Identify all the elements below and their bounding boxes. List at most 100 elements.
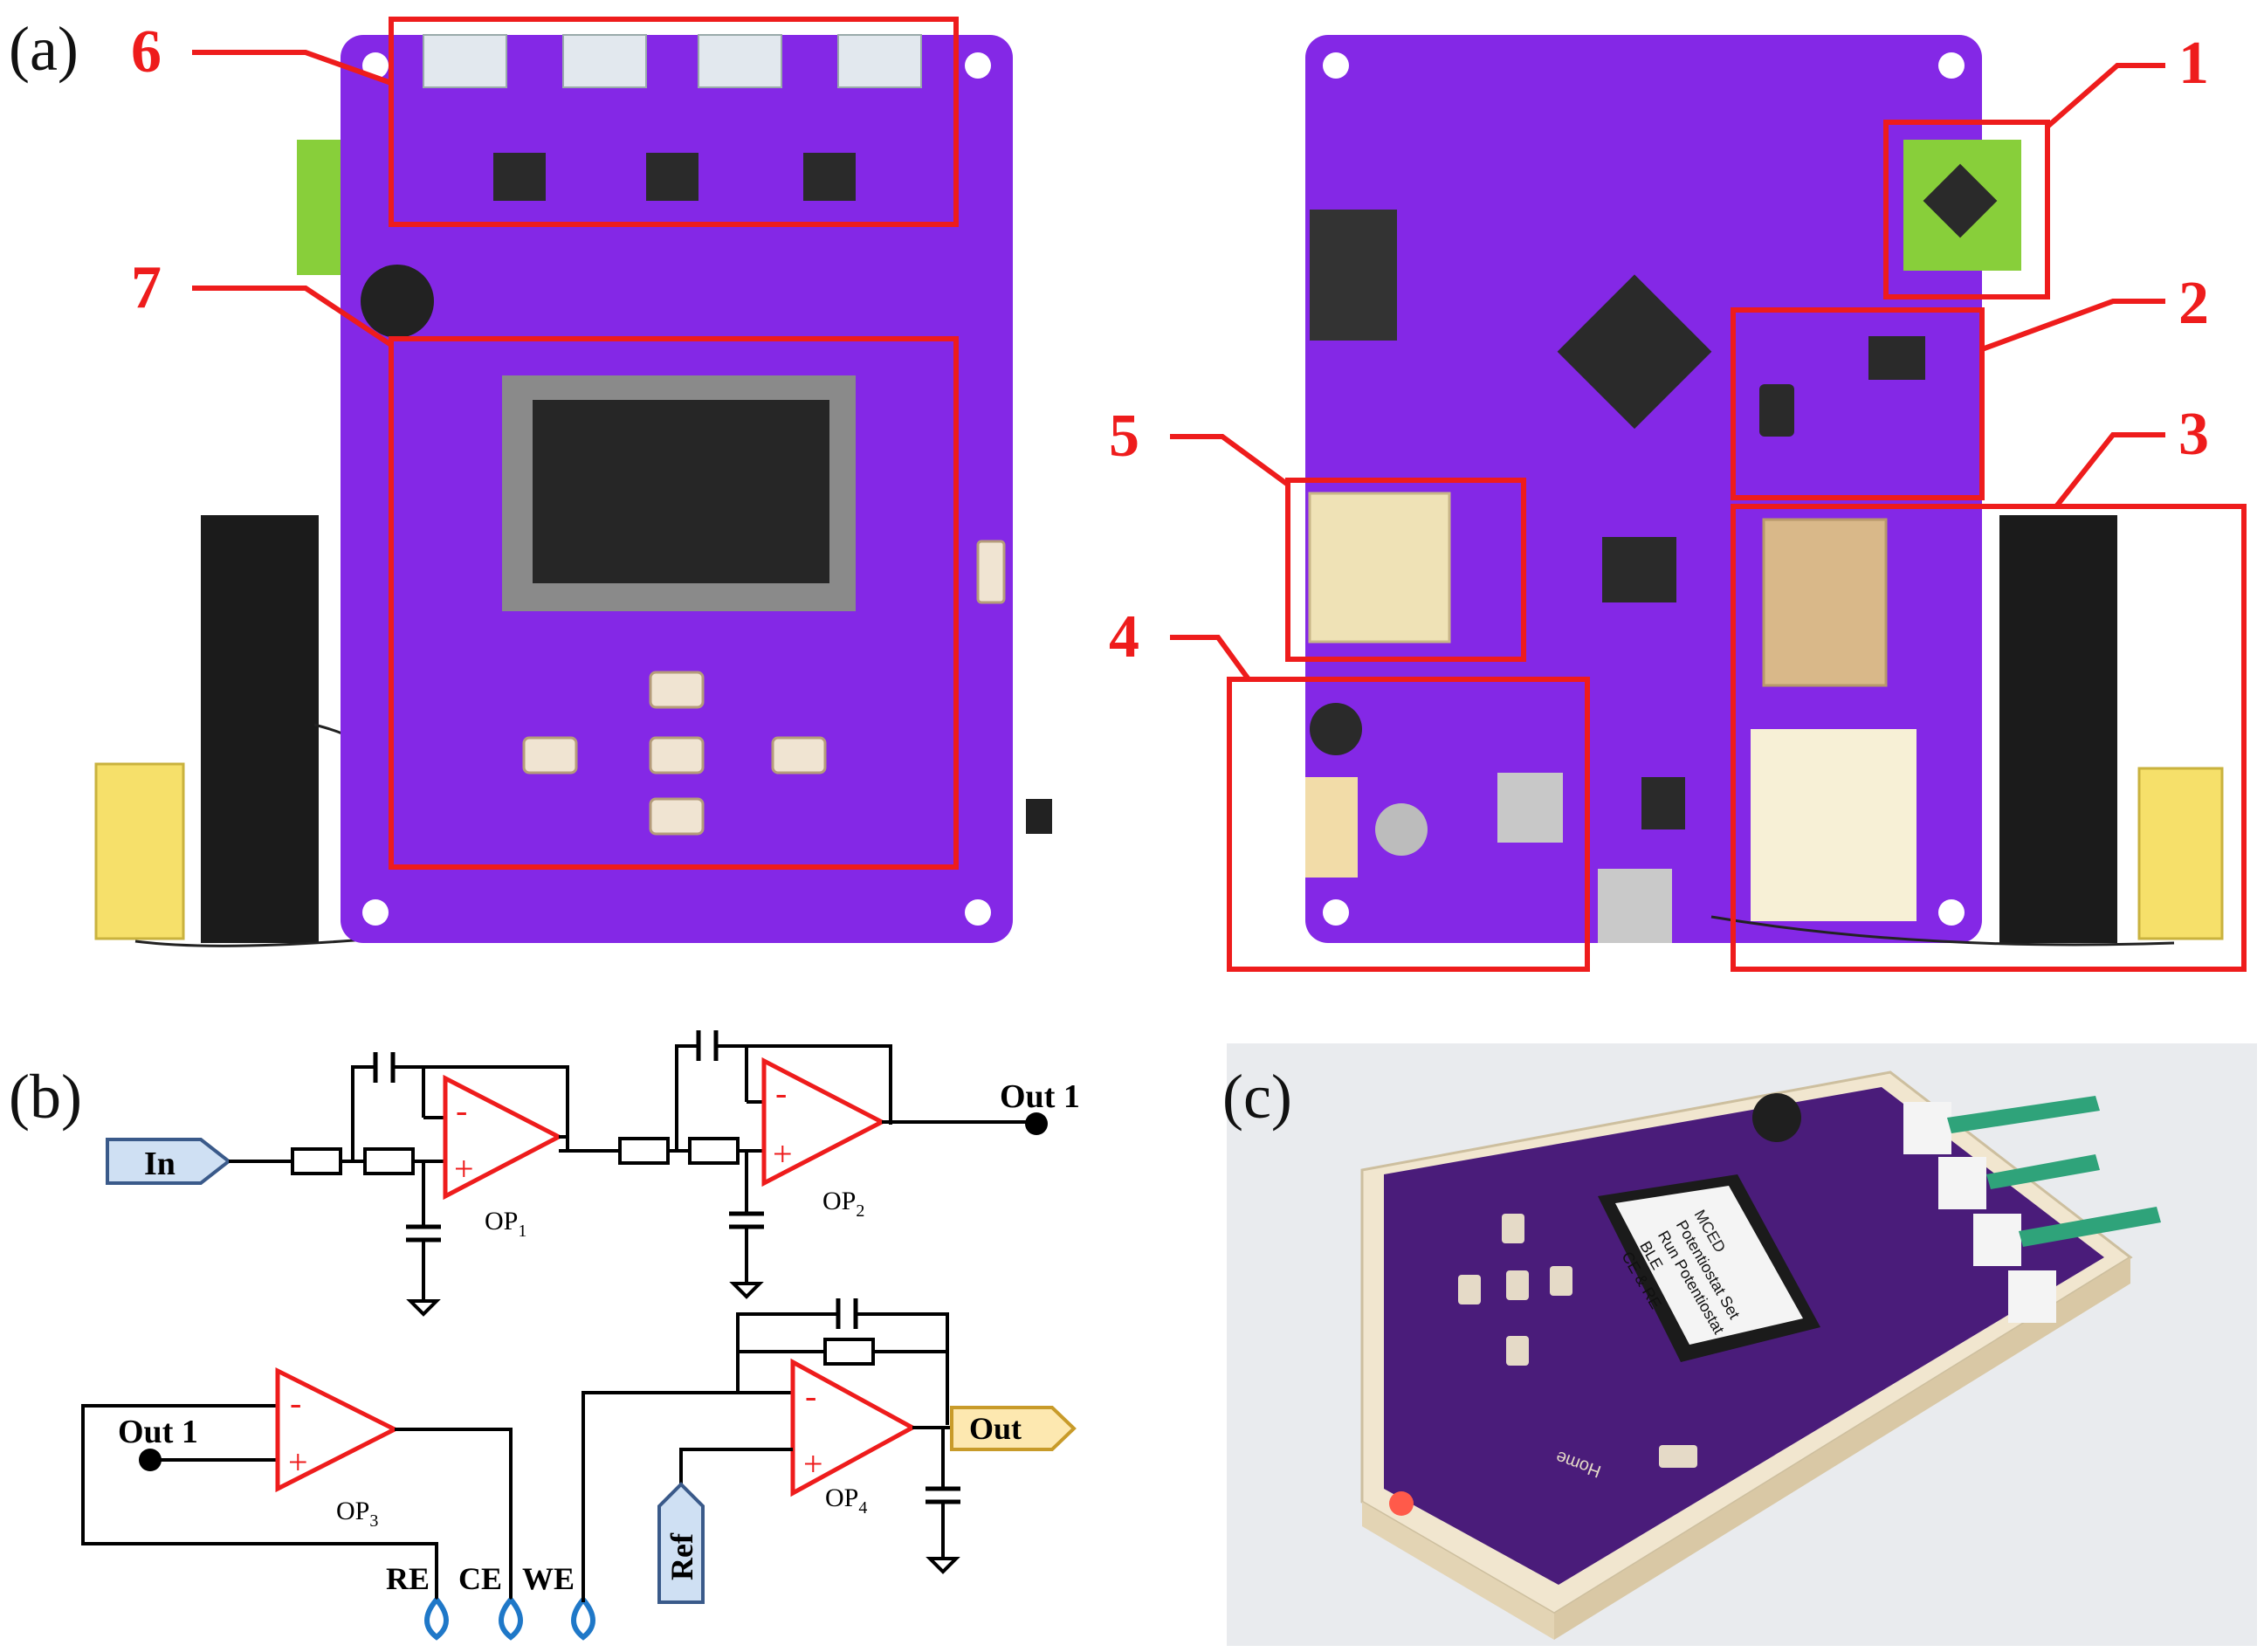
- electrode-we-icon: [571, 1598, 595, 1641]
- highlight-box-5: [1285, 478, 1526, 662]
- callout-2-leader: [1980, 299, 2165, 352]
- enclosure-front: [1554, 1257, 2130, 1640]
- opamp-3: [275, 1366, 400, 1493]
- mount-hole: [1323, 52, 1349, 79]
- test-strips: [1947, 1096, 2161, 1247]
- strip-connectors: [423, 34, 922, 88]
- callout-3-leader: [2054, 432, 2165, 508]
- device-buzzer: [1752, 1093, 1801, 1142]
- capacitor: [926, 1486, 960, 1504]
- electrode-strip-black: [201, 515, 319, 943]
- panel-a-label: (a): [9, 14, 79, 84]
- enclosure-side: [1362, 1502, 1554, 1640]
- wire: [351, 1065, 569, 1161]
- ic-center: [1602, 537, 1676, 602]
- electrode-re-label: RE: [386, 1561, 430, 1596]
- oled-screen: [533, 400, 829, 583]
- opamp-1-plus: +: [454, 1149, 474, 1188]
- electrode-wire: [134, 937, 376, 947]
- battery-pad: [1751, 729, 1916, 921]
- device-display: [1615, 1186, 1803, 1345]
- front-buttons: [522, 540, 1006, 836]
- callout-6-leader: [192, 50, 393, 86]
- highlight-box-2: [1731, 307, 1985, 500]
- opamp-3-minus: -: [290, 1383, 301, 1422]
- opamp-1-label: OP1: [485, 1207, 526, 1241]
- side-connector: [297, 140, 345, 275]
- highlight-box-3: [1731, 504, 2247, 972]
- electrode-ce-label: CE: [458, 1561, 502, 1596]
- input-tag: In: [106, 1138, 232, 1185]
- highlight-box-4: [1227, 677, 1590, 972]
- opamp-3-plus: +: [288, 1442, 308, 1482]
- pin-header: [1310, 210, 1397, 341]
- ic-block2b: [1759, 384, 1794, 437]
- electrode-strip-yellow-right: [2137, 767, 2224, 940]
- wire: [81, 1404, 438, 1602]
- opamp-2: [761, 1057, 887, 1187]
- callout-6: 6: [131, 18, 162, 86]
- capacitor: [836, 1298, 858, 1329]
- opamp-2-minus: -: [775, 1073, 787, 1112]
- electrode-ce-icon: [499, 1598, 523, 1641]
- panel-b-label: (b): [9, 1062, 82, 1132]
- wire: [736, 1312, 949, 1425]
- device-buttons: [1458, 1214, 1697, 1468]
- callout-1: 1: [2178, 30, 2209, 97]
- callout-4-leader: [1170, 635, 1251, 681]
- usb-c-port: [1598, 869, 1672, 943]
- opamp-4: [790, 1358, 918, 1497]
- wire: [395, 1428, 513, 1602]
- device-connectors: [1903, 1102, 2056, 1323]
- capacitor: [373, 1052, 396, 1083]
- panel-c-label: (c): [1222, 1062, 1292, 1132]
- mount-hole: [1323, 899, 1349, 926]
- front-ics: [493, 153, 856, 201]
- opamp-4-label: OP4: [825, 1483, 867, 1518]
- input-label: In: [144, 1146, 175, 1182]
- opamp-1-minus: -: [456, 1091, 467, 1130]
- capacitor: [729, 1211, 764, 1229]
- ground: [729, 1227, 764, 1299]
- resistor: [291, 1147, 342, 1175]
- electrode-wire-right: [1710, 915, 2175, 946]
- mount-hole: [362, 52, 389, 79]
- opamp-2-plus: +: [773, 1134, 793, 1174]
- resistor: [688, 1137, 740, 1165]
- ic-lower: [1641, 777, 1685, 829]
- highlight-box-1: [1883, 120, 2050, 299]
- ref-label: Ref: [664, 1532, 699, 1580]
- callout-3: 3: [2178, 401, 2209, 468]
- sd-slot: [1308, 492, 1451, 644]
- board-front: 6 7: [94, 17, 1052, 947]
- resistor: [363, 1147, 415, 1175]
- board-back: 1 2 3 4 5: [1109, 30, 2247, 972]
- panel-b: (b) In - + OP1: [9, 1030, 1080, 1641]
- ic-block2: [1868, 336, 1925, 380]
- wire: [581, 1391, 738, 1602]
- wire: [745, 1046, 764, 1104]
- opamp-4-minus: -: [805, 1376, 816, 1415]
- callout-4: 4: [1109, 603, 1139, 671]
- capacitor: [696, 1030, 719, 1061]
- mount-hole: [965, 52, 991, 79]
- ref-tag: Ref: [657, 1482, 705, 1604]
- wire: [679, 1448, 793, 1484]
- callout-5: 5: [1109, 403, 1139, 470]
- electrode-strip-yellow: [94, 762, 185, 940]
- out1-label-2: Out 1: [118, 1414, 198, 1450]
- resistor: [823, 1338, 875, 1366]
- mount-hole: [1938, 899, 1965, 926]
- sim-slot: [1762, 518, 1888, 687]
- node: [1025, 1112, 1048, 1135]
- callout-1-leader: [2046, 63, 2165, 129]
- highlight-box-7: [389, 336, 959, 870]
- electrode-re-icon: [424, 1598, 449, 1641]
- ground: [406, 1240, 441, 1317]
- device-led: [1389, 1491, 1414, 1516]
- power-switch: [1305, 777, 1358, 878]
- back-buzzer: [1310, 703, 1362, 755]
- buzzer: [361, 265, 434, 338]
- mount-hole: [1938, 52, 1965, 79]
